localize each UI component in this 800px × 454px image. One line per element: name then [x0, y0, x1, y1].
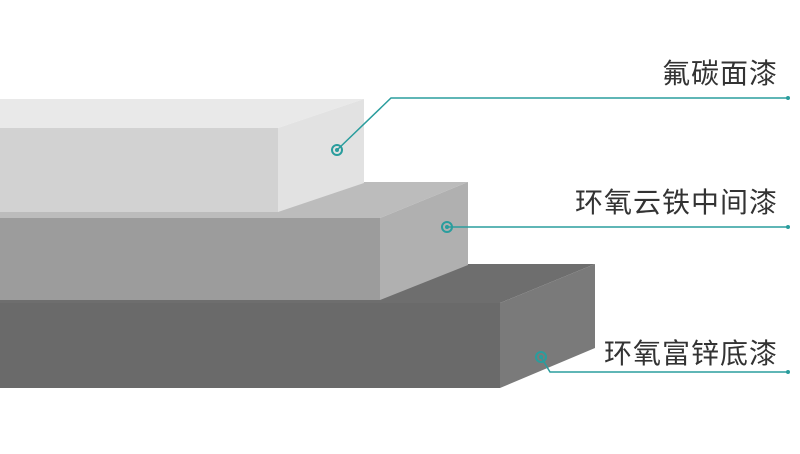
middle-layer-line-end-dot — [786, 225, 790, 229]
bottom-layer-side-face — [500, 264, 595, 388]
top-layer-leader-line — [336, 97, 788, 151]
top-layer-top-face — [0, 99, 364, 128]
top-layer-front-face — [0, 128, 278, 212]
middle-layer-side-face — [380, 182, 468, 300]
middle-layer-marker-center — [445, 225, 449, 229]
middle-layer-front-face — [0, 218, 380, 300]
top-layer-line-end-dot — [786, 96, 790, 100]
bottom-layer-line-end-dot — [786, 370, 790, 374]
bottom-layer-label: 环氧富锌底漆 — [603, 337, 778, 370]
middle-layer-marker-dot — [441, 221, 453, 233]
top-layer-marker-dot — [331, 144, 343, 156]
middle-layer-label: 环氧云铁中间漆 — [574, 186, 778, 219]
top-layer-marker-center — [335, 148, 339, 152]
bottom-layer-marker-dot — [535, 351, 547, 363]
top-layer-side-face — [278, 99, 364, 212]
bottom-layer-front-face — [0, 303, 500, 388]
bottom-layer-marker-center — [539, 355, 543, 359]
top-layer-label: 氟碳面漆 — [661, 57, 778, 90]
